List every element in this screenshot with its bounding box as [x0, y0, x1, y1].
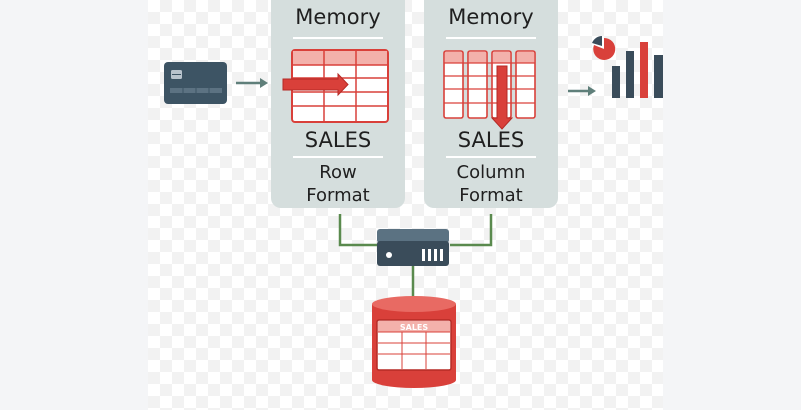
column-format-table-icon — [443, 50, 536, 130]
row-format-table-icon — [282, 49, 389, 123]
table-label: SALES — [457, 128, 525, 152]
database-table-label: SALES — [400, 323, 429, 332]
format-label: Column Format — [424, 161, 558, 207]
panel-title: Memory — [448, 5, 534, 29]
connector-lines — [338, 214, 493, 298]
database-cylinder-icon — [372, 296, 456, 388]
format-label-line2: Format — [459, 185, 523, 206]
server-icon — [377, 229, 449, 266]
format-label-line1: Row — [319, 162, 357, 183]
table-label: SALES — [304, 128, 372, 152]
panel-title: Memory — [295, 5, 381, 29]
analytics-chart-icon — [592, 36, 663, 98]
panel-divider — [293, 37, 383, 39]
panel-divider — [446, 156, 536, 158]
panel-divider — [446, 37, 536, 39]
format-label-line1: Column — [456, 162, 526, 183]
panel-divider — [293, 156, 383, 158]
format-label-line2: Format — [306, 185, 370, 206]
format-label: Row Format — [271, 161, 405, 207]
credit-card-icon — [164, 62, 227, 104]
flow-arrow-right-icon — [568, 86, 596, 96]
flow-arrow-right-icon — [236, 78, 268, 88]
diagram-canvas — [148, 0, 663, 410]
